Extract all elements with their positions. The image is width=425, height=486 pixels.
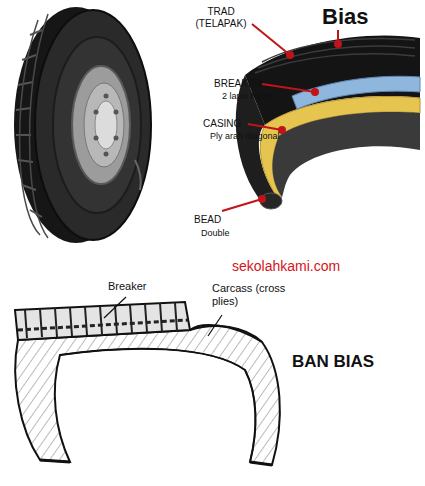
part-note: Double (201, 228, 230, 238)
part-name: Breaker (108, 280, 147, 293)
section-title: Bias (322, 4, 368, 29)
tire-cross-section (236, 35, 420, 209)
part-name: CASING (203, 118, 241, 130)
part-name: Carcass (cross plies) (212, 282, 290, 307)
tire-photo (14, 7, 151, 243)
figure-title: BAN BIAS (292, 352, 374, 372)
leader-lines (104, 297, 222, 336)
leader-lines (222, 24, 341, 211)
part-name: BEAD (194, 214, 221, 226)
part-name: TRAD (TELAPAK) (190, 6, 252, 29)
part-name: BREAKER (214, 78, 262, 90)
part-note: 2 lapis Nylon (222, 91, 274, 101)
watermark: sekolahkami.com (232, 258, 340, 274)
tire-cutaway-drawing (15, 302, 280, 465)
part-note: Ply arah diagonal (210, 131, 280, 141)
